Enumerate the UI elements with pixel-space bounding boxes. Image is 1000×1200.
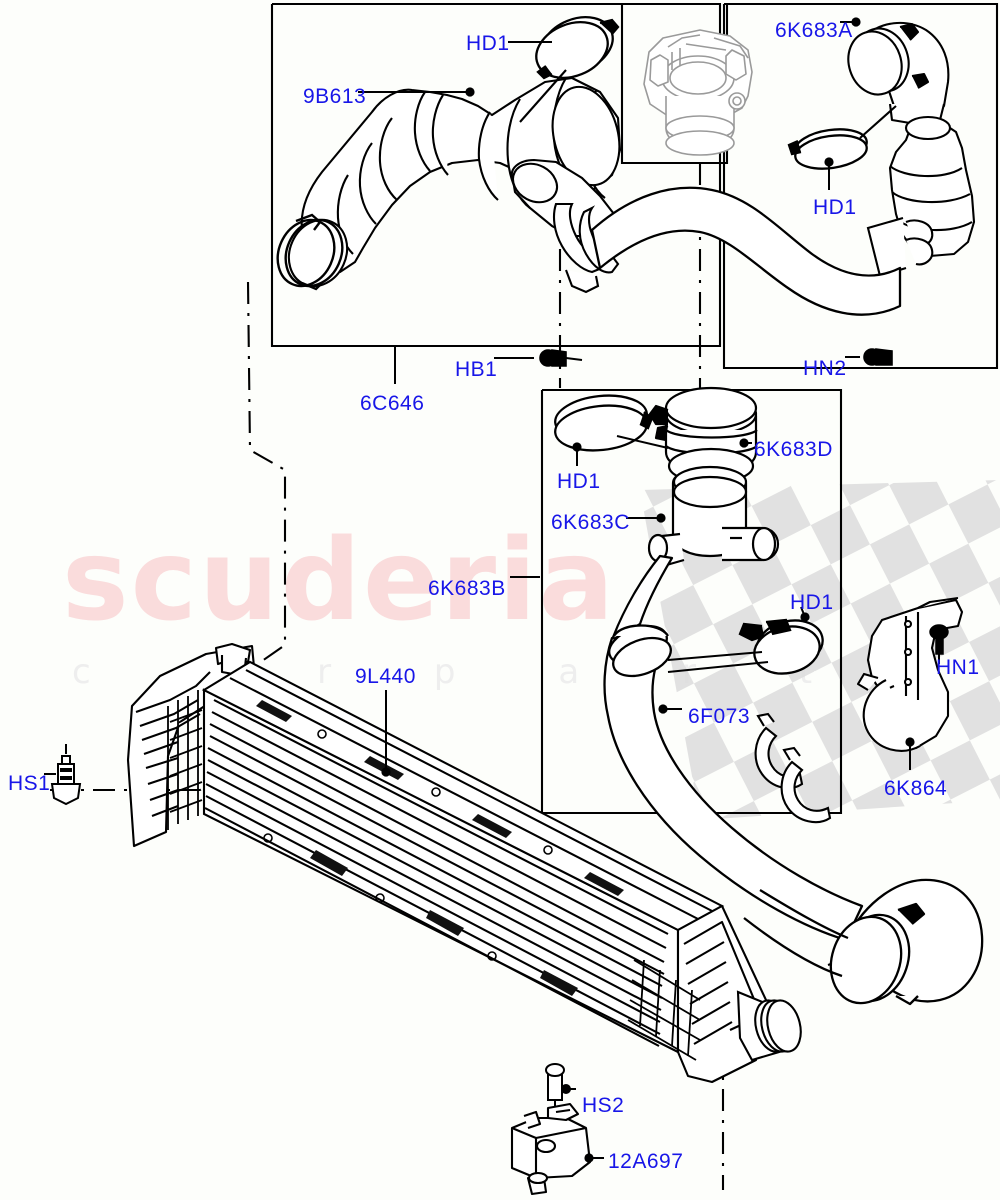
throttle-body-inset-art	[643, 29, 753, 156]
part-label-hs1: HS1	[8, 772, 51, 795]
part-label-6c646: 6C646	[360, 392, 425, 415]
spring-clip-upper	[754, 712, 804, 790]
leader-hd1-right-to-part	[859, 105, 897, 139]
part-label-6k683b: 6K683B	[428, 577, 506, 600]
bracket-6K864	[856, 596, 964, 752]
watermark-scuderia: scuderia	[62, 516, 617, 646]
clamp-hd1-middle	[554, 394, 654, 452]
part-label-6f073: 6F073	[688, 705, 751, 728]
fastener-hs1	[44, 744, 82, 806]
leader-hd1-lower	[667, 606, 806, 673]
part-label-hd1-clamp: HD1	[790, 591, 834, 614]
part-label-6k683c: 6K683C	[551, 511, 630, 534]
hose-9b613	[287, 76, 622, 288]
hose-6K683A	[847, 21, 950, 126]
part-label-hd1-mid: HD1	[557, 470, 601, 493]
hose-6F073-lower-tail	[743, 889, 849, 978]
intercooler-mounting-tabs	[256, 700, 624, 996]
part-label-6k864: 6K864	[884, 777, 948, 800]
hose-bracket-upper-right	[866, 216, 934, 278]
hose-6C646-main	[590, 186, 902, 316]
intercooler-9L440	[126, 642, 802, 1084]
hose-6F073	[603, 624, 864, 942]
part-label-hb1: HB1	[455, 358, 498, 381]
bracket-12A697	[510, 1102, 592, 1196]
clamp-hd1-top	[535, 16, 620, 80]
part-label-hd1-top: HD1	[466, 32, 510, 55]
part-label-hn2: HN2	[803, 357, 847, 380]
fastener-hn2	[845, 348, 893, 366]
middle-assembly-box	[540, 388, 843, 815]
clamp-hd1-lower	[738, 618, 824, 675]
hose-clamp-9b613-lower	[276, 213, 344, 291]
part-label-hd1-right: HD1	[813, 196, 857, 219]
upper-left-assembly-box	[270, 2, 722, 348]
upper-right-assembly-box	[722, 2, 999, 370]
hose-6F073-lower-end	[829, 878, 984, 1006]
intercooler-right-fins	[627, 959, 701, 1061]
part-label-hs2: HS2	[582, 1094, 625, 1117]
part-label-9l440: 9L440	[355, 665, 416, 688]
intercooler-left-fins	[167, 690, 203, 830]
part-label-6k683a: 6K683A	[775, 19, 853, 42]
hose-6K683C	[647, 465, 780, 566]
spring-clip-lower	[780, 746, 832, 824]
part-label-12a697: 12A697	[608, 1150, 684, 1173]
part-label-9b613: 9B613	[303, 85, 367, 108]
part-label-6k683d: 6K683D	[754, 438, 833, 461]
leader-hd1-top-to-part	[519, 69, 567, 123]
fastener-hn1	[929, 624, 949, 664]
part-label-hn1: HN1	[936, 656, 980, 679]
fastener-hb1	[494, 349, 583, 367]
leader-hd1-middle	[576, 435, 669, 466]
